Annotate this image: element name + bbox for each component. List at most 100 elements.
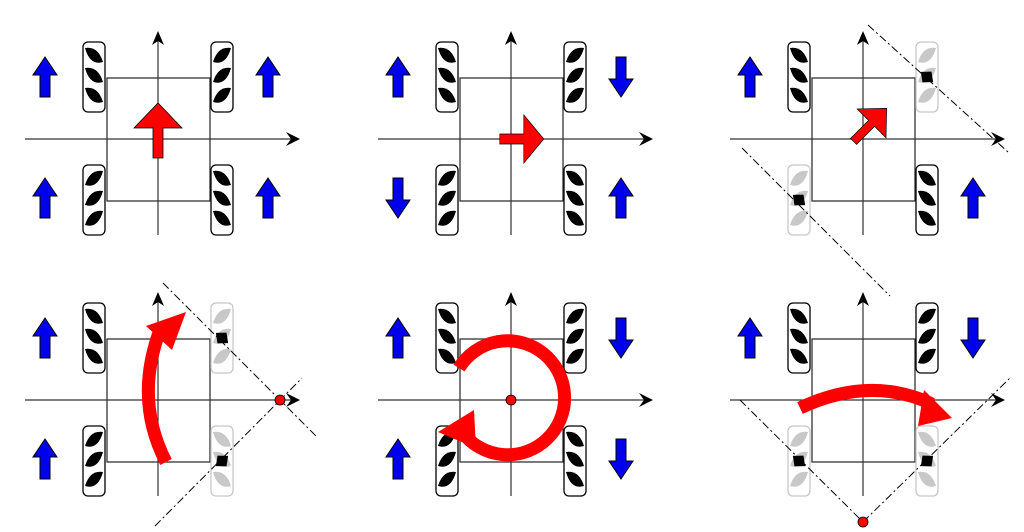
mecanum-wheel [915,164,939,236]
mecanum-wheel [210,41,234,113]
wheel-roller-icon [790,210,808,226]
wheel-roller-icon [790,87,808,103]
y-axis-arrowhead-icon [857,292,869,306]
mecanum-wheel [82,302,106,374]
mecanum-wheel [210,302,234,374]
wheel-arrow-up-icon [385,438,411,480]
y-axis-arrowhead-icon [505,292,517,306]
wheel-roller-icon [85,348,103,364]
instantaneous-center-line [739,399,864,523]
mecanum-wheel [563,41,587,113]
mecanum-wheel [82,425,106,497]
wheel-roller-icon [918,308,936,324]
mecanum-wheel [787,41,811,113]
panel-rotate-in-place [378,292,653,497]
wheel-roller-icon [438,471,456,487]
wheel-arrow-up-icon [255,177,281,219]
wheel-roller-icon [566,67,584,83]
rotation-center-point [505,394,517,406]
wheel-roller-icon [918,87,936,103]
mecanum-wheel [915,302,939,374]
contact-roller-icon [215,455,229,467]
wheel-roller-icon [918,328,936,344]
motion-arrow-up-icon [133,102,183,159]
wheel-roller-icon [438,210,456,226]
x-axis-arrowhead-icon [639,393,653,407]
wheel-roller-icon [918,170,936,186]
wheel-roller-icon [790,328,808,344]
mecanum-wheel [435,302,459,374]
wheel-arrow-down-icon [960,317,986,359]
mecanum-wheel [563,425,587,497]
wheel-roller-icon [85,451,103,467]
panel-turn-about-point [25,292,300,497]
wheel-roller-icon [213,47,231,63]
contact-roller-icon [920,455,934,467]
wheel-roller-icon [918,47,936,63]
wheel-roller-icon [790,170,808,186]
motion-arrow-right-icon [499,114,545,164]
wheel-roller-icon [566,87,584,103]
wheel-arrow-up-icon [32,177,58,219]
y-axis-arrowhead-icon [152,292,164,306]
mecanum-wheel [915,425,939,497]
motion-curved-arrow-shaft [797,384,935,414]
instantaneous-center-line [162,282,317,437]
wheel-roller-icon [438,190,456,206]
motion-circular-arrowhead-icon [438,410,476,448]
mecanum-wheel [82,164,106,236]
wheel-roller-icon [213,210,231,226]
wheel-arrow-down-icon [608,438,634,480]
wheel-roller-icon [790,47,808,63]
wheel-arrow-up-icon [960,177,986,219]
wheel-roller-icon [566,47,584,63]
contact-roller-icon [215,332,229,344]
wheel-roller-icon [438,451,456,467]
wheel-roller-icon [85,210,103,226]
wheel-roller-icon [438,47,456,63]
wheel-roller-icon [566,328,584,344]
motion-circular-arrow-shaft [453,334,572,462]
wheel-roller-icon [85,190,103,206]
panel-turn-about-rear-point [730,292,1005,497]
mecanum-wheel [787,164,811,236]
wheel-roller-icon [213,348,231,364]
mecanum-wheel [435,164,459,236]
wheel-arrow-down-icon [608,56,634,98]
wheel-roller-icon [438,348,456,364]
motion-curved-arrowhead-icon [146,312,186,350]
wheel-roller-icon [790,67,808,83]
mecanum-wheel [563,164,587,236]
wheel-arrow-up-icon [32,438,58,480]
motion-curved-arrow-shaft [141,327,172,465]
wheel-roller-icon [566,348,584,364]
mecanum-wheel [787,302,811,374]
wheel-roller-icon [918,431,936,447]
instantaneous-center-line [154,377,303,527]
wheel-roller-icon [438,67,456,83]
wheel-roller-icon [213,87,231,103]
wheel-roller-icon [566,431,584,447]
y-axis-arrowhead-icon [505,31,517,45]
wheel-arrow-up-icon [32,56,58,98]
motion-curved-arrowhead-icon [918,390,952,426]
contact-roller-icon [920,71,934,83]
wheel-roller-icon [213,308,231,324]
wheel-roller-icon [85,67,103,83]
wheel-arrow-up-icon [385,56,411,98]
mecanum-wheel [210,425,234,497]
instantaneous-center-line [862,377,1011,523]
wheel-roller-icon [566,170,584,186]
wheel-roller-icon [213,170,231,186]
rotation-center-point [857,516,869,528]
contact-roller-icon [792,194,806,206]
mecanum-wheel [787,425,811,497]
x-axis-arrowhead-icon [991,393,1005,407]
wheel-roller-icon [85,328,103,344]
wheel-roller-icon [438,170,456,186]
wheel-roller-icon [213,471,231,487]
rotation-center-point [274,394,286,406]
wheel-roller-icon [438,87,456,103]
x-axis-arrowhead-icon [286,132,300,146]
